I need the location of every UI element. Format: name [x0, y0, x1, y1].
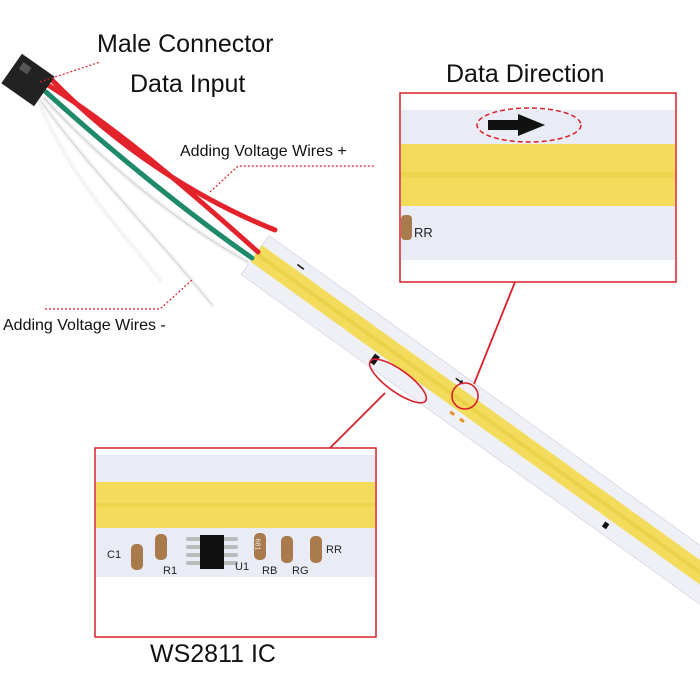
data-direction-inset	[399, 92, 677, 283]
led-strip	[240, 235, 700, 637]
wires	[36, 75, 278, 308]
c1-label: C1	[107, 549, 122, 561]
r1-label: R1	[163, 565, 178, 577]
voltage-minus-label: Adding Voltage Wires -	[3, 317, 166, 334]
ws2811-ic-label: WS2811 IC	[150, 640, 276, 668]
resistor-marking: 681	[253, 538, 261, 551]
data-direction-label: Data Direction	[446, 60, 605, 88]
voltage-plus-label: Adding Voltage Wires +	[180, 143, 347, 160]
annotation-lines	[39, 61, 516, 449]
ws2811-ic-inset	[94, 447, 377, 638]
rr-label-top: RR	[414, 225, 433, 240]
data-input-label: Data Input	[130, 70, 246, 98]
rr-label: RR	[326, 544, 342, 556]
rb-label: RB	[262, 565, 278, 577]
ws2811-chip-icon	[186, 535, 238, 569]
u1-label: U1	[235, 561, 250, 573]
male-connector-label: Male Connector	[97, 30, 274, 58]
rg-label: RG	[292, 565, 309, 577]
arrow-right-icon	[488, 114, 545, 136]
male-connector-icon	[1, 53, 55, 107]
